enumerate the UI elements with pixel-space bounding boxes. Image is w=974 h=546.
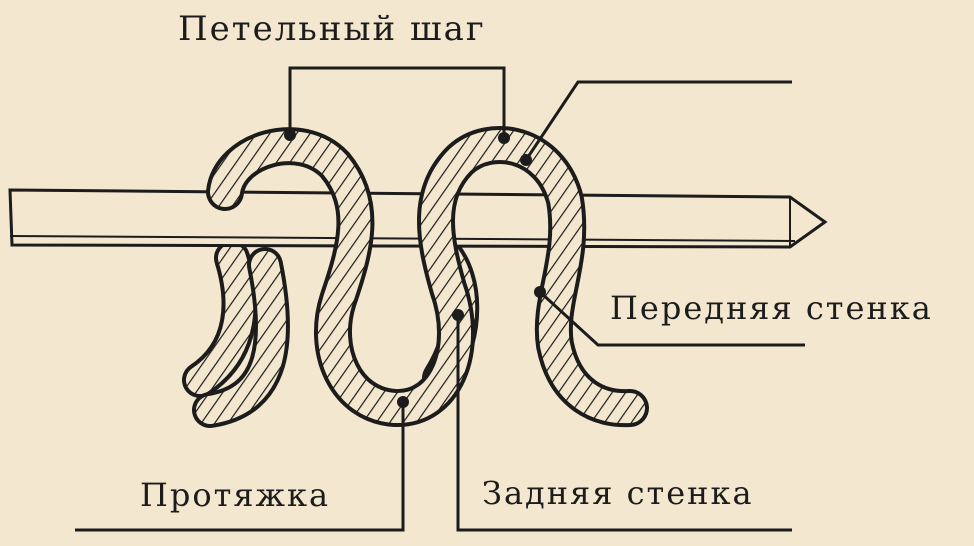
loop-step-dot-left — [284, 129, 296, 141]
leader-lines — [75, 66, 805, 532]
loop-step-dot-right — [498, 132, 510, 144]
back-wall-leader — [456, 315, 792, 532]
front-wall-lower-leader — [538, 290, 805, 347]
front-wall-dot-upper — [520, 154, 532, 166]
back-wall-dot — [452, 309, 464, 321]
stretch-dot — [397, 396, 409, 408]
label-back-wall: Задняя стенка — [482, 474, 754, 512]
front-wall-upper-leader — [524, 80, 792, 161]
front-wall-dot-lower — [534, 286, 546, 298]
yarn-front-strands — [192, 126, 649, 428]
loop-step-bracket — [288, 66, 506, 138]
stretch-leader — [75, 402, 405, 532]
label-front-wall: Передняя стенка — [610, 289, 933, 327]
label-loop-step: Петельный шаг — [178, 9, 486, 49]
leader-dots — [284, 129, 546, 408]
label-stretch: Протяжка — [140, 476, 331, 514]
